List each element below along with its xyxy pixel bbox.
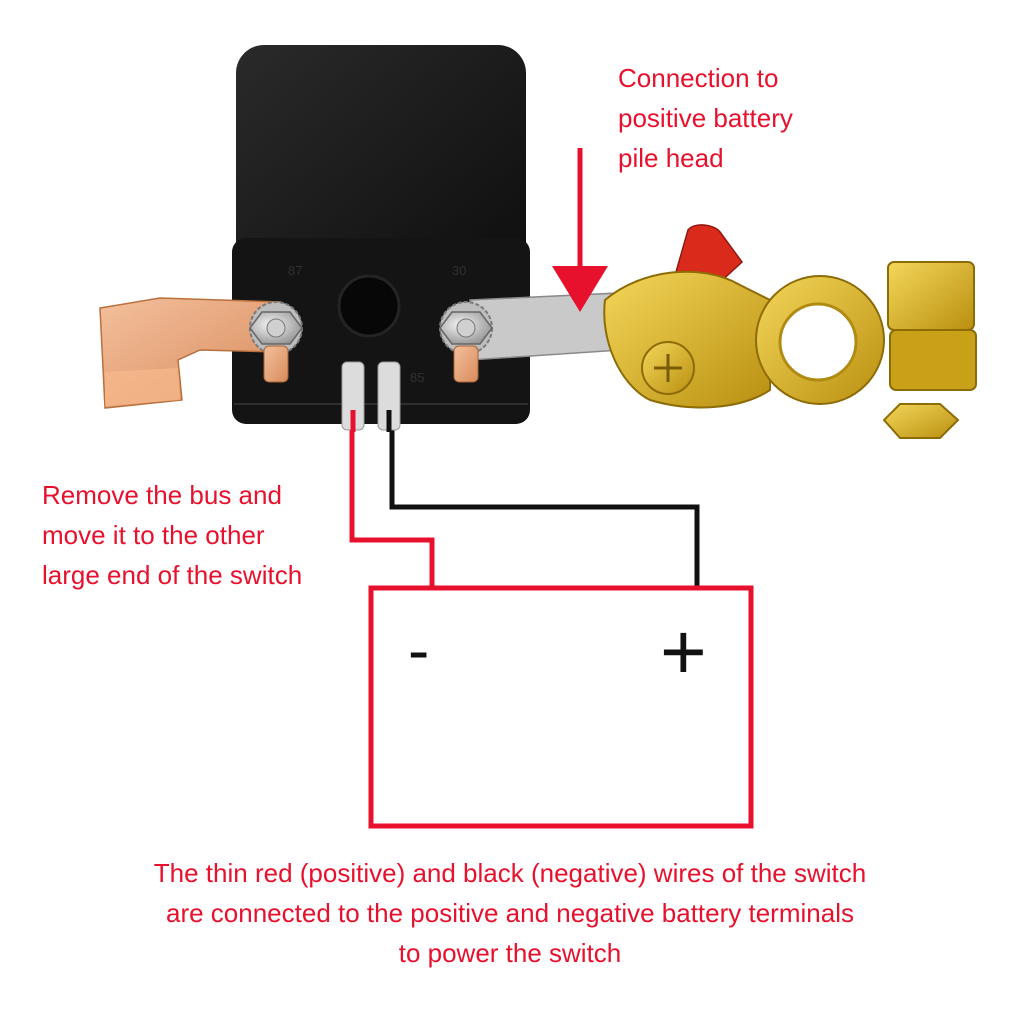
label-line: are connected to the positive and negati… — [166, 898, 854, 928]
battery-negative-symbol: - — [408, 614, 430, 686]
label-line: The thin red (positive) and black (negat… — [153, 858, 867, 888]
red-cap — [675, 224, 744, 285]
clamp-bolt-block — [887, 261, 975, 331]
negative-wire — [389, 430, 700, 588]
terminal-mark-87: 87 — [288, 263, 302, 278]
left-stud — [263, 345, 289, 383]
label-line: positive battery — [618, 103, 793, 133]
terminal-mark-85: 85 — [410, 370, 424, 385]
battery-box — [368, 585, 754, 829]
terminal-mark-30: 30 — [452, 263, 466, 278]
label-line: Remove the bus and — [42, 480, 282, 510]
label-line: large end of the switch — [42, 560, 303, 590]
switch-body — [236, 45, 526, 295]
label-line: Connection to — [618, 63, 779, 93]
right-stud — [453, 345, 479, 383]
positive-wire — [349, 430, 435, 588]
switch-button — [337, 274, 401, 338]
battery-positive-symbol: + — [660, 607, 707, 696]
label-positive-connection: Connection to positive battery pile head — [618, 58, 793, 178]
clamp-nut — [882, 403, 960, 439]
arrow-head — [552, 266, 608, 312]
label-wiring-instructions: The thin red (positive) and black (negat… — [0, 853, 1020, 973]
label-line: move it to the other — [42, 520, 265, 550]
label-remove-bus: Remove the bus and move it to the other … — [42, 475, 302, 595]
label-line: to power the switch — [398, 938, 622, 968]
label-line: pile head — [618, 143, 724, 173]
